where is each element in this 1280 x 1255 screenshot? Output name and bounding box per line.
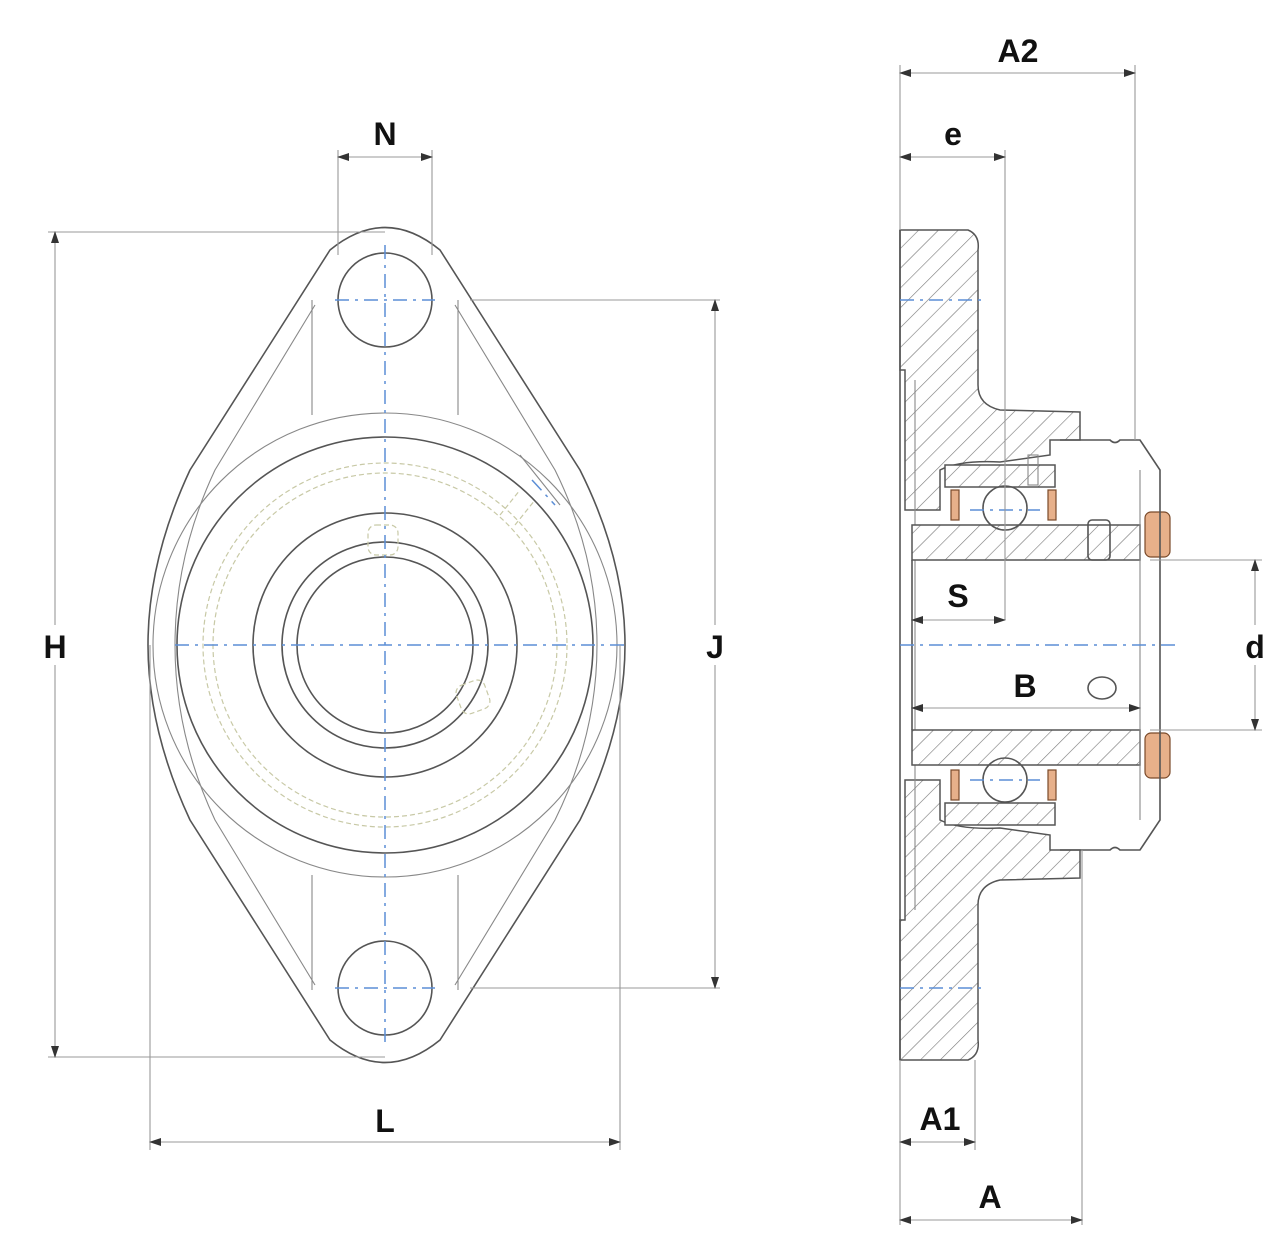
dimension-label-a2: A2 (998, 33, 1039, 69)
seal-upper-right (1047, 489, 1057, 521)
set-screw-section (1087, 519, 1111, 561)
dimension-label-a1: A1 (920, 1101, 961, 1137)
dimension-label-b: B (1013, 668, 1036, 704)
end-seal-lower (1144, 732, 1171, 779)
inner-ring-upper (911, 524, 1141, 561)
seal-lower-right (1047, 769, 1057, 801)
outer-ring-lower (944, 802, 1056, 826)
set-screw-bottom (455, 679, 491, 715)
j-label-bg (697, 625, 735, 665)
dimension-label-h: H (43, 629, 66, 665)
flange-outline (147, 226, 626, 1064)
dimension-label-n: N (373, 116, 396, 152)
grease-channel (1027, 454, 1039, 486)
h-label-bg (36, 625, 74, 665)
seal-upper-left (950, 489, 960, 521)
set-screw-top (367, 524, 399, 556)
dimension-label-a: A (978, 1179, 1001, 1215)
dimension-label-l: L (375, 1103, 395, 1139)
inner-ring-lower (911, 729, 1141, 766)
d-label-bg (1238, 625, 1274, 665)
grease-fitting (499, 454, 561, 526)
grease-hole (1087, 676, 1117, 700)
dimension-label-s: S (947, 578, 968, 614)
bearing-cage-circle (202, 462, 568, 828)
seal-lower-left (950, 769, 960, 801)
flange-inner-outline-right (454, 304, 598, 986)
end-seal-upper (1144, 511, 1171, 558)
side-section-view: A2 e S B d A1 A (899, 33, 1274, 1225)
dimension-label-j: J (706, 629, 724, 665)
dimension-label-e: e (944, 116, 962, 152)
dimension-label-d: d (1245, 629, 1265, 665)
front-view: N H J L (36, 116, 735, 1150)
end-cover (1060, 439, 1161, 851)
